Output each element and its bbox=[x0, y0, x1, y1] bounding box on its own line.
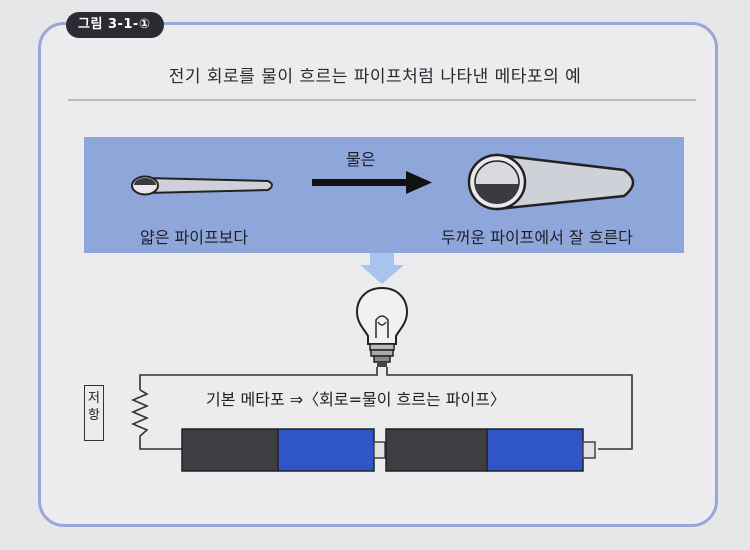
circuit-metaphor-text: 기본 메타포 ⇒〈회로=물이 흐르는 파이프〉 bbox=[206, 390, 506, 409]
figure-caption: 전기 회로를 물이 흐르는 파이프처럼 나타낸 메타포의 예 bbox=[168, 67, 582, 87]
thick-pipe-label: 두꺼운 파이프에서 잘 흐른다 bbox=[441, 228, 633, 247]
light-bulb-icon bbox=[355, 286, 409, 367]
resistor-label-text: 저항 bbox=[88, 391, 100, 423]
thick-pipe bbox=[467, 153, 635, 211]
battery-2 bbox=[385, 428, 596, 472]
flow-arrow bbox=[312, 171, 432, 194]
thin-pipe-label: 얇은 파이프보다 bbox=[140, 228, 249, 247]
resistor-label: 저항 bbox=[84, 385, 104, 441]
battery-1 bbox=[181, 428, 386, 472]
thin-pipe bbox=[131, 175, 273, 196]
figure-badge: 그림 3-1-① bbox=[66, 12, 165, 38]
caption-divider bbox=[68, 99, 696, 101]
arrow-label: 물은 bbox=[346, 150, 376, 169]
down-arrow bbox=[360, 253, 404, 284]
circuit-wire bbox=[139, 367, 633, 450]
resistor-icon bbox=[130, 389, 150, 437]
